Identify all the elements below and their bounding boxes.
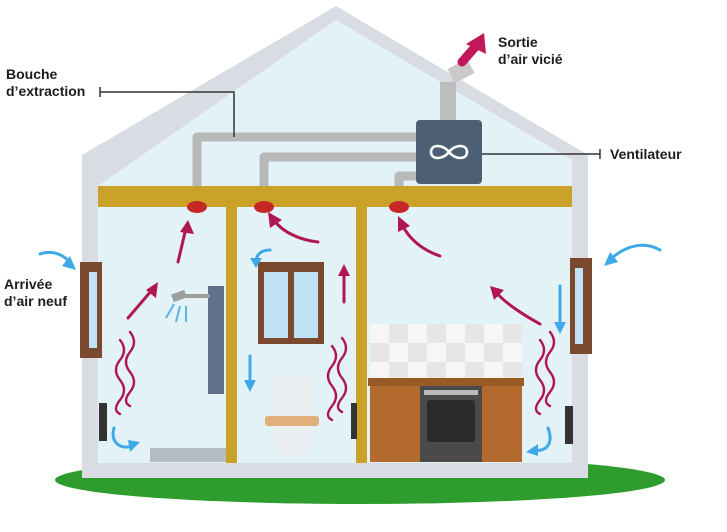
label-exhaust-line-2: d’air vicié [498,51,563,67]
oven-handle [424,390,478,395]
shower-water [165,303,187,323]
leader-lines [99,87,601,159]
toilet-icon [265,376,319,456]
shower-tray [150,448,226,462]
bathroom-window-pane-right [294,272,318,338]
floor-beam [98,186,572,207]
oven-window [427,400,475,442]
wall-right [356,207,367,463]
label-fan-text: Ventilateur [610,146,682,162]
shower-wall [208,286,224,394]
shower-head [171,289,187,303]
floor-vent-mid [351,403,357,439]
label-extraction-line-1: Bouche [6,66,58,82]
kitchen-counter [368,378,524,386]
label-extraction: Bouche d’extraction [6,66,85,100]
exhaust-arrow-head [466,33,486,54]
chimney-cap [447,58,475,84]
label-fan: Ventilateur [610,146,682,163]
label-intake: Arrivée d’air neuf [4,276,67,310]
label-exhaust-line-1: Sortie [498,34,538,50]
extraction-vents [187,201,409,213]
exhaust-arrow [457,41,481,67]
floor-vent-right [565,406,573,444]
floor-vent-left [99,403,107,441]
exhaust-chimney [440,82,456,126]
label-intake-line-2: d’air neuf [4,293,68,309]
wall-left [226,207,237,463]
label-intake-line-1: Arrivée [4,276,53,292]
stale-air-waves [114,330,556,422]
label-exhaust: Sortie d’air vicié [498,34,563,68]
label-extraction-line-2: d’extraction [6,83,86,99]
stale-air-arrow-heads [146,212,504,300]
infinity-fan-icon [429,144,469,160]
fresh-air-arrow-heads [62,252,618,456]
kitchen-backsplash [370,324,522,380]
window-icon [80,258,592,358]
bathroom-window-pane-left [264,272,288,338]
